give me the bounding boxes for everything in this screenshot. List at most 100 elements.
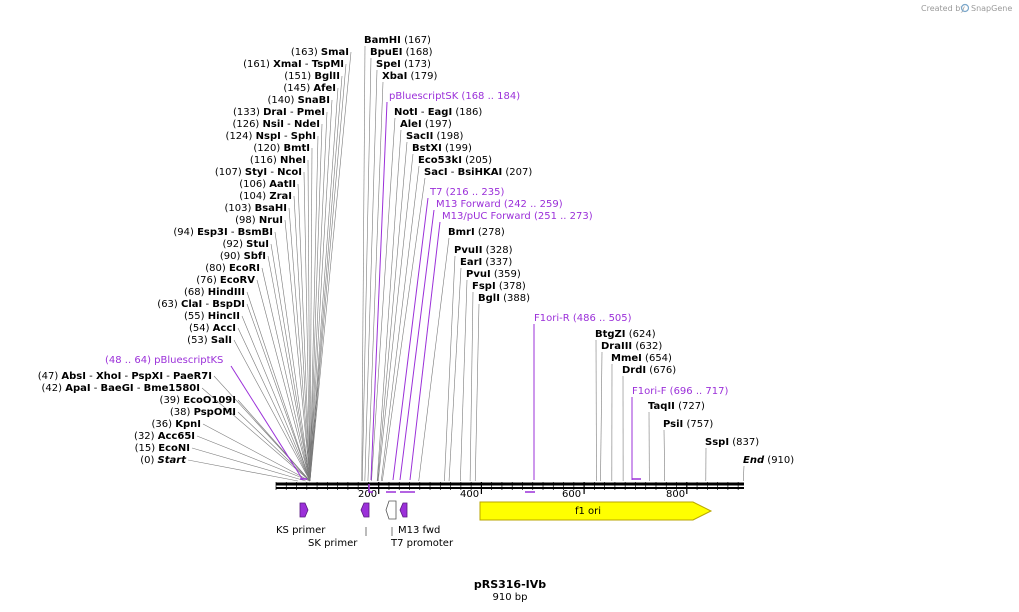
enzyme-name: NheI — [280, 155, 306, 166]
enzyme-name: NspI — [256, 131, 281, 142]
enzyme-label: Eco53kI (205) — [418, 155, 492, 166]
feature-labels: pBluescriptSK (168 .. 184) T7 (216 .. 235… — [105, 91, 728, 397]
enzyme-label: SspI (837) — [705, 437, 759, 448]
enzyme-label: BamHI (167) — [364, 35, 431, 46]
enzyme-name: AfeI — [313, 83, 336, 94]
enzyme-label: (116) NheI — [250, 155, 306, 166]
feature-leader-line — [399, 209, 435, 481]
enzyme-position: (910) — [764, 455, 794, 466]
enzyme-position: (53) — [187, 335, 211, 346]
enzyme-position: (104) — [239, 191, 269, 202]
enzyme-position: (0) — [140, 455, 157, 466]
enzyme-separator: - — [448, 167, 458, 178]
enzyme-position: (32) — [134, 431, 158, 442]
enzyme-name: StuI — [246, 239, 269, 250]
enzyme-position: (207) — [502, 167, 532, 178]
enzyme-position: (378) — [496, 281, 526, 292]
enzyme-label: (98) NruI — [235, 215, 283, 226]
enzyme-label: (90) SbfI — [220, 251, 266, 262]
enzyme-position: (337) — [482, 257, 512, 268]
sk-primer-label: SK primer — [308, 538, 358, 549]
enzyme-label: (103) BsaHI — [225, 203, 288, 214]
enzyme-label: (104) ZraI — [239, 191, 292, 202]
top-enzyme-labels: BamHI (167)BpuEI (168)SpeI (173)XbaI (17… — [364, 35, 794, 466]
enzyme-separator: - — [134, 383, 144, 394]
enzyme-name: NcoI — [277, 167, 302, 178]
enzyme-name: BsiHKAI — [458, 167, 503, 178]
feature-range: (251 .. 273) — [531, 211, 593, 222]
enzyme-position: (124) — [226, 131, 256, 142]
enzyme-name: ClaI — [181, 299, 202, 310]
enzyme-position: (161) — [243, 59, 273, 70]
leader-line — [274, 231, 311, 482]
credit-brand: SnapGene — [971, 4, 1012, 13]
bracket-pbluescriptsk — [368, 484, 373, 493]
enzyme-position: (47) — [38, 371, 62, 382]
enzyme-name: BpuEI — [370, 47, 402, 58]
leader-line — [201, 387, 311, 482]
enzyme-name: PvuII — [454, 245, 482, 256]
enzyme-position: (163) — [291, 47, 321, 58]
enzyme-name: StyI — [245, 167, 267, 178]
leader-line — [213, 375, 311, 482]
enzyme-position: (107) — [215, 167, 245, 178]
leader-line — [202, 423, 311, 482]
enzyme-name: Bme1580I — [144, 383, 200, 394]
leader-line — [474, 303, 480, 482]
enzyme-label: (68) HindIII — [184, 287, 245, 298]
enzyme-name: Acc65I — [158, 431, 195, 442]
enzyme-separator: - — [267, 167, 277, 178]
enzyme-name: EagI — [428, 107, 452, 118]
enzyme-label: MmeI (654) — [611, 353, 672, 364]
feature-brackets — [300, 478, 641, 493]
feature-annotation: T7 (216 .. 235) — [429, 187, 504, 198]
leader-line — [418, 237, 450, 482]
enzyme-name: PsiI — [663, 419, 683, 430]
enzyme-name: BtgZI — [595, 329, 626, 340]
feature-name: F1ori-F — [632, 386, 667, 397]
enzyme-label: (133) DraI - PmeI — [233, 107, 325, 118]
snapgene-credit: Created by SnapGene — [921, 3, 1012, 13]
enzyme-name: PvuI — [466, 269, 491, 280]
enzyme-label: EarI (337) — [460, 257, 512, 268]
enzyme-position: (38) — [170, 407, 194, 418]
enzyme-position: (205) — [462, 155, 492, 166]
leader-lines — [187, 45, 745, 482]
enzyme-label: (151) BglII — [284, 71, 340, 82]
enzyme-label: (161) XmaI - TspMI — [243, 59, 344, 70]
enzyme-position: (39) — [160, 395, 184, 406]
enzyme-separator: - — [418, 107, 428, 118]
enzyme-label: (120) BmtI — [253, 143, 310, 154]
leader-line — [284, 219, 311, 482]
enzyme-position: (654) — [642, 353, 672, 364]
leader-line — [270, 243, 311, 482]
leader-line — [460, 279, 468, 482]
t7-promoter-arrow-icon — [385, 500, 397, 520]
sequence-backbone: 200 400 600 800 — [275, 482, 744, 500]
enzyme-position: (328) — [482, 245, 512, 256]
feature-leader-line — [230, 365, 304, 481]
enzyme-label: (80) EcoRI — [205, 263, 260, 274]
enzyme-position: (632) — [632, 341, 662, 352]
enzyme-position: (198) — [433, 131, 463, 142]
leader-line — [309, 63, 347, 482]
enzyme-position: (90) — [220, 251, 244, 262]
feature-annotation: pBluescriptSK (168 .. 184) — [389, 91, 520, 102]
enzyme-name: BamHI — [364, 35, 401, 46]
enzyme-name: Esp3I — [197, 227, 228, 238]
enzyme-position: (126) — [232, 119, 262, 130]
enzyme-label: (106) AatII — [239, 179, 296, 190]
enzyme-separator: - — [86, 371, 96, 382]
leader-line — [293, 195, 311, 482]
enzyme-name: HindIII — [208, 287, 245, 298]
enzyme-name: SacI — [424, 167, 448, 178]
enzyme-name: NruI — [259, 215, 283, 226]
enzyme-label: (39) EcoO109I — [160, 395, 236, 406]
enzyme-name: AbsI — [61, 371, 86, 382]
enzyme-label: BstXI (199) — [412, 143, 472, 154]
enzyme-label: DrdI (676) — [622, 365, 676, 376]
enzyme-name: SmaI — [321, 47, 349, 58]
enzyme-separator: - — [121, 371, 131, 382]
enzyme-position: (179) — [407, 71, 437, 82]
leader-line — [448, 267, 462, 482]
